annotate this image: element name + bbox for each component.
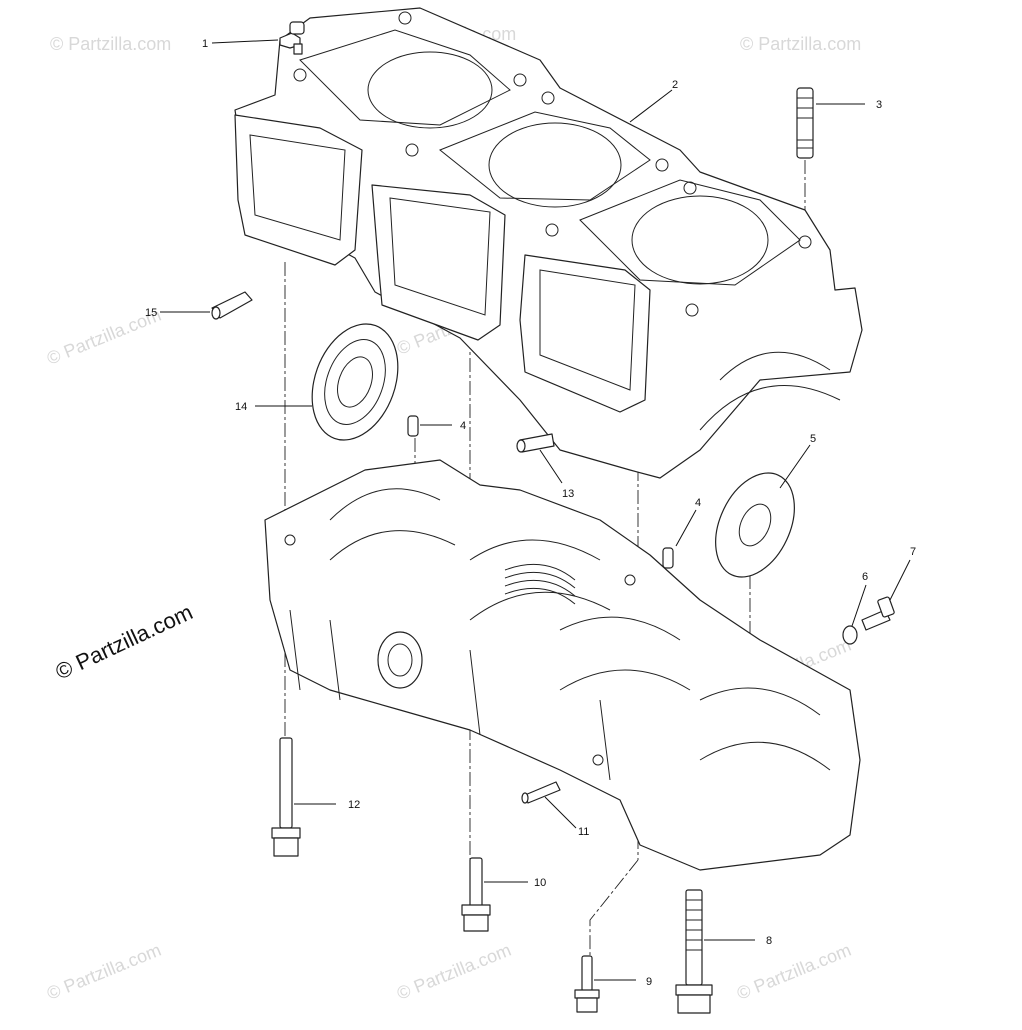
part-14-seal xyxy=(311,323,399,441)
watermark: © Partzilla.com xyxy=(740,34,861,54)
callout-5: 5 xyxy=(810,433,816,445)
part-10-bolt xyxy=(461,857,491,932)
callout-15: 15 xyxy=(145,307,157,319)
part-6-washer xyxy=(842,625,858,645)
part-4-pin-right xyxy=(662,547,674,569)
part-11-pin xyxy=(521,781,561,804)
callout-12: 12 xyxy=(348,799,360,811)
upper-crankcase xyxy=(234,7,863,479)
part-1-elbow-fitting xyxy=(279,21,305,55)
watermark: © Partzilla.com xyxy=(394,940,514,1004)
watermark: © Partzilla.com xyxy=(44,940,164,1004)
callout-4: 4 xyxy=(695,497,701,509)
lower-crankcase xyxy=(264,459,861,871)
callout-2: 2 xyxy=(672,79,678,91)
copyright-notice: © Partzilla.com xyxy=(52,599,197,684)
callout-14: 14 xyxy=(235,401,247,413)
callout-6: 6 xyxy=(862,571,868,583)
callout-7: 7 xyxy=(910,546,916,558)
part-9-bolt xyxy=(574,955,600,1013)
watermark: © Partzilla.com xyxy=(734,940,854,1004)
part-15-dowel xyxy=(211,291,253,320)
callout-3: 3 xyxy=(876,99,882,111)
part-12-bolt xyxy=(271,737,301,857)
callout-11: 11 xyxy=(578,826,589,838)
part-7-bolt xyxy=(861,596,895,631)
callout-10: 10 xyxy=(534,877,546,889)
callout-13: 13 xyxy=(562,488,574,500)
part-5-seal xyxy=(715,472,795,578)
callout-9: 9 xyxy=(646,976,652,988)
part-13-dowel xyxy=(516,433,555,453)
part-4-pin-upper xyxy=(407,415,419,437)
callout-labels: 1 2 3 15 14 4 13 5 4 7 6 12 11 10 8 9 xyxy=(145,38,916,988)
callout-8: 8 xyxy=(766,935,772,947)
part-3-stud xyxy=(796,87,814,159)
callout-1: 1 xyxy=(202,38,208,50)
leader-lines xyxy=(160,39,911,981)
watermark: © Partzilla.com xyxy=(50,34,171,54)
part-8-bolt xyxy=(675,889,713,1014)
callout-4: 4 xyxy=(460,420,466,432)
